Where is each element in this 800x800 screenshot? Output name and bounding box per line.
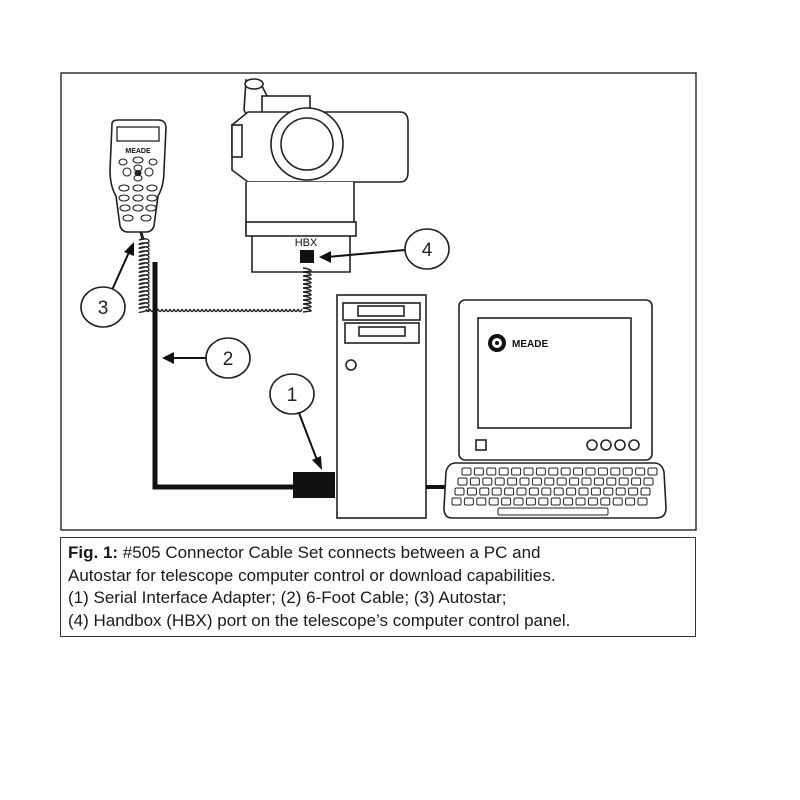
keyboard-key bbox=[622, 467, 633, 476]
keyboard-key bbox=[603, 487, 614, 496]
keyboard-key bbox=[482, 477, 493, 486]
keyboard-key bbox=[488, 497, 499, 506]
figure-label: Fig. 1: bbox=[68, 543, 119, 562]
telescope bbox=[231, 78, 409, 273]
callout-2-label: 2 bbox=[223, 349, 234, 370]
keyboard-key bbox=[610, 467, 621, 476]
keyboard-key bbox=[544, 477, 555, 486]
keyboard-key bbox=[581, 477, 592, 486]
keyboard-key bbox=[625, 497, 636, 506]
keyboard-key bbox=[519, 477, 530, 486]
keyboard-key bbox=[615, 487, 626, 496]
keyboard-key bbox=[548, 467, 559, 476]
keyboard-key bbox=[466, 487, 477, 496]
keyboard-key bbox=[643, 477, 654, 486]
keyboard-key bbox=[569, 477, 580, 486]
callout-3-label: 3 bbox=[98, 298, 109, 319]
caption-line-3: (1) Serial Interface Adapter; (2) 6-Foot… bbox=[68, 588, 507, 607]
keyboard-key bbox=[578, 487, 589, 496]
keyboard-spacebar bbox=[497, 507, 609, 516]
keyboard-key bbox=[560, 467, 571, 476]
keyboard-key bbox=[566, 487, 577, 496]
keyboard-key bbox=[498, 467, 509, 476]
keyboard-key bbox=[476, 497, 487, 506]
keyboard-key bbox=[507, 477, 518, 486]
caption-line-1-text: #505 Connector Cable Set connects betwee… bbox=[118, 543, 541, 562]
keyboard bbox=[443, 462, 667, 519]
keyboard-key bbox=[637, 497, 648, 506]
keyboard-key bbox=[556, 477, 567, 486]
keyboard-key bbox=[612, 497, 623, 506]
keyboard-key bbox=[491, 487, 502, 496]
keyboard-key bbox=[457, 477, 468, 486]
callout-4: 4 bbox=[319, 228, 450, 270]
keyboard-key bbox=[525, 497, 536, 506]
keyboard-key bbox=[563, 497, 574, 506]
callout-1: 1 bbox=[269, 373, 322, 470]
callout-4-label: 4 bbox=[422, 240, 433, 261]
callout-1-label: 1 bbox=[287, 385, 298, 406]
figure-caption: Fig. 1: #505 Connector Cable Set connect… bbox=[60, 537, 696, 637]
keyboard-key bbox=[486, 467, 497, 476]
keyboard-key bbox=[494, 477, 505, 486]
hbx-port bbox=[300, 250, 314, 263]
keyboard-key bbox=[538, 497, 549, 506]
caption-line-4: (4) Handbox (HBX) port on the telescope’… bbox=[68, 610, 571, 630]
keyboard-key bbox=[575, 497, 586, 506]
keyboard-key bbox=[451, 497, 462, 506]
keyboard-key bbox=[593, 477, 604, 486]
keyboard-key bbox=[541, 487, 552, 496]
keyboard-key bbox=[501, 497, 512, 506]
svg-text:MEADE: MEADE bbox=[125, 148, 151, 155]
keyboard-key bbox=[469, 477, 480, 486]
pc-tower bbox=[336, 294, 427, 519]
keyboard-key bbox=[473, 467, 484, 476]
keyboard-key bbox=[479, 487, 490, 496]
callout-3: 3 bbox=[80, 242, 134, 328]
six-foot-cable bbox=[152, 262, 295, 490]
serial-interface-adapter bbox=[293, 472, 335, 498]
autostar-handbox: MEADE bbox=[109, 119, 167, 233]
meade-logo-icon bbox=[488, 334, 506, 352]
keyboard-key bbox=[550, 497, 561, 506]
keyboard-key bbox=[628, 487, 639, 496]
keyboard-key bbox=[585, 467, 596, 476]
monitor-brand: MEADE bbox=[512, 339, 548, 350]
keyboard-key bbox=[454, 487, 465, 496]
diagram-frame bbox=[60, 72, 697, 531]
keyboard-key bbox=[631, 477, 642, 486]
keyboard-key bbox=[511, 467, 522, 476]
hbx-label: HBX bbox=[295, 237, 318, 249]
keyboard-key bbox=[461, 467, 472, 476]
handbox-cord-stub bbox=[139, 231, 145, 241]
keyboard-key bbox=[600, 497, 611, 506]
keyboard-key bbox=[523, 467, 534, 476]
keyboard-key bbox=[463, 497, 474, 506]
monitor bbox=[458, 299, 653, 461]
keyboard-key bbox=[516, 487, 527, 496]
keyboard-key bbox=[606, 477, 617, 486]
keyboard-key bbox=[618, 477, 629, 486]
keyboard-key bbox=[513, 497, 524, 506]
keyboard-key bbox=[587, 497, 598, 506]
keyboard-key bbox=[597, 467, 608, 476]
keyboard-key bbox=[535, 467, 546, 476]
keyboard-key bbox=[531, 477, 542, 486]
keyboard-key bbox=[640, 487, 651, 496]
coiled-cable bbox=[138, 238, 312, 313]
keyboard-key bbox=[590, 487, 601, 496]
keyboard-key bbox=[504, 487, 515, 496]
keyboard-key bbox=[573, 467, 584, 476]
keyboard-key bbox=[528, 487, 539, 496]
keyboard-key bbox=[635, 467, 646, 476]
caption-line-2: Autostar for telescope computer control … bbox=[68, 565, 556, 585]
callout-2: 2 bbox=[162, 337, 251, 379]
keyboard-key bbox=[647, 467, 658, 476]
caption-line-1: Fig. 1: #505 Connector Cable Set connect… bbox=[68, 542, 695, 565]
keyboard-key bbox=[553, 487, 564, 496]
